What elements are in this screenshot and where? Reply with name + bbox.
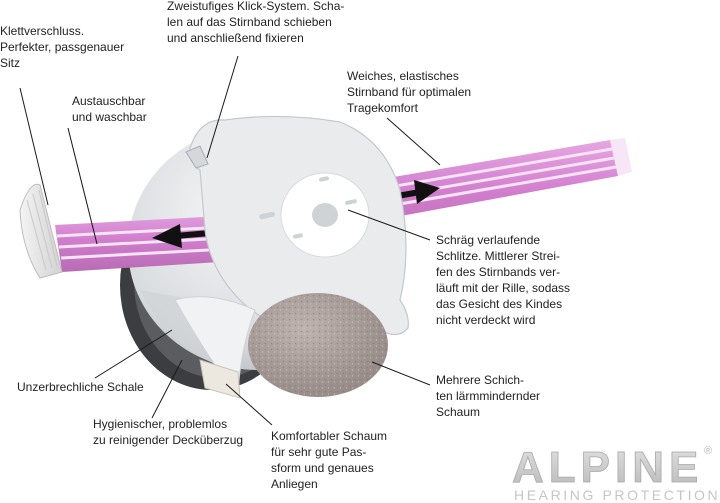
click-plate xyxy=(185,115,409,337)
cover-flap xyxy=(174,296,256,399)
label-exchangeable: Austauschbar und waschbar xyxy=(72,94,147,124)
label-foam-layers: Mehrere Schich- ten lärmmindernder Schau… xyxy=(436,373,541,419)
label-comfort-foam: Komfortabler Schaum für sehr gute Pas- s… xyxy=(271,429,388,491)
foam-cushion xyxy=(248,293,388,397)
registered-mark: ® xyxy=(704,445,712,457)
slot-cross xyxy=(259,172,370,258)
brand-tagline: HEARING PROTECTION xyxy=(514,487,720,503)
label-click-system: Zweistufiges Klick-System. Scha- len auf… xyxy=(167,0,345,45)
alpine-logo: ALPINE ® HEARING PROTECTION xyxy=(512,443,720,503)
label-slanted-slots: Schräg verlaufende Schlitze. Mittlerer S… xyxy=(436,233,571,327)
leader-lines xyxy=(19,55,441,426)
brand-name: ALPINE xyxy=(512,443,703,492)
label-headband: Weiches, elastisches Stirnband für optim… xyxy=(347,69,472,115)
label-hygienic-cover: Hygienischer, problemlos zu reinigender … xyxy=(93,417,244,447)
velcro-strap xyxy=(19,183,63,279)
label-velcro: Klettverschluss. Perfekter, passgenauer … xyxy=(0,24,125,70)
label-unbreakable-shell: Unzerbrechliche Schale xyxy=(17,380,144,394)
